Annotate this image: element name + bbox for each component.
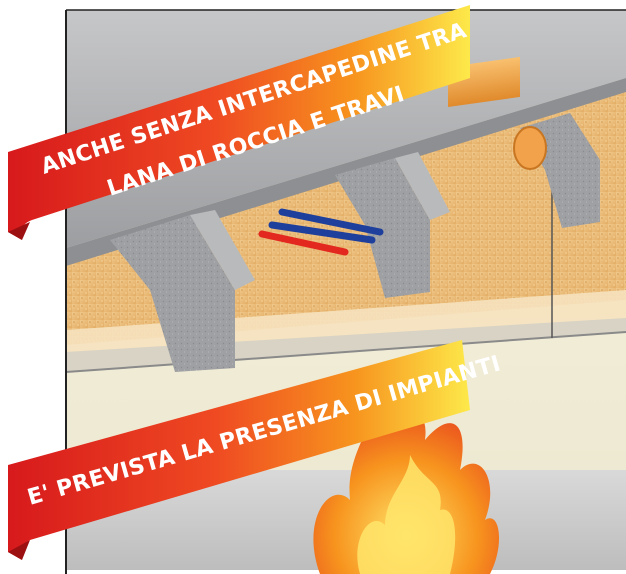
fire-icon [313, 380, 500, 574]
beam-2 [335, 158, 430, 298]
beam-1 [110, 215, 235, 372]
pipes-icon [258, 208, 384, 256]
